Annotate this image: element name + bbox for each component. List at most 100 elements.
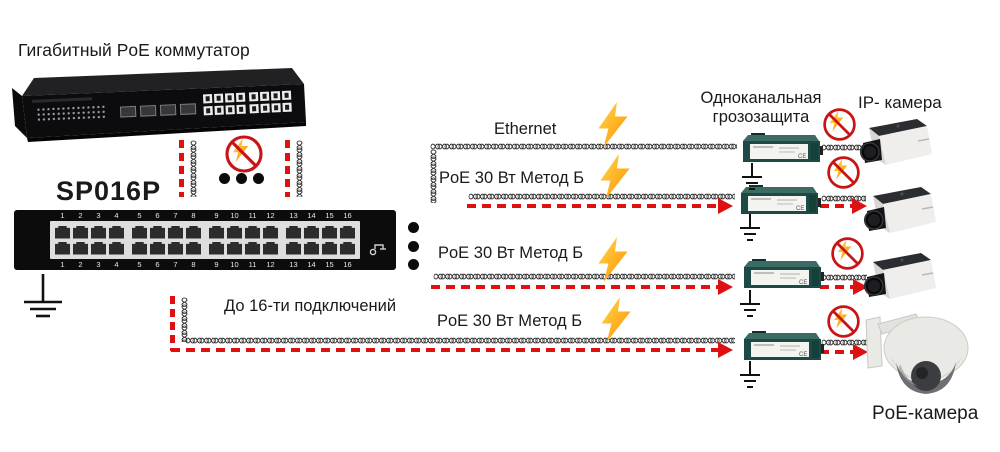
port-number: 11: [248, 211, 257, 220]
port-number: 5: [137, 260, 142, 269]
port-number: 13: [289, 211, 298, 220]
ethernet-cable-to-camera: ∞∞∞∞∞∞∞∞∞: [820, 142, 864, 154]
poe-cable: ∞∞∞∞∞∞∞∞∞∞∞∞∞∞∞∞∞∞∞∞∞∞∞∞∞∞∞∞∞∞∞∞∞∞∞∞∞∞∞∞…: [184, 335, 735, 347]
ground-symbol: [740, 214, 760, 241]
twisted-pair-corner-vertical: ∞∞∞∞∞∞∞∞∞∞: [427, 148, 439, 203]
ground-lug-icon: [369, 244, 386, 256]
port-number: 14: [307, 260, 316, 269]
rj45-port: [304, 225, 319, 239]
rj45-port: [227, 225, 242, 239]
rj45-port: [209, 225, 224, 239]
ground-symbol: [24, 274, 62, 318]
lightning-icon: [598, 102, 628, 147]
port-number: 8: [191, 211, 196, 220]
dome-camera-image: [865, 313, 969, 394]
ellipsis-dot: [219, 173, 230, 184]
poe-power-arrow: [820, 344, 868, 360]
rj45-port: [91, 241, 106, 255]
rj45-port: [227, 241, 242, 255]
port-number: 1: [60, 211, 65, 220]
poe-power-arrow: [431, 279, 733, 295]
poe-power-arrow: [467, 198, 733, 214]
rj45-port: [245, 241, 260, 255]
rj45-port-row: [50, 225, 360, 239]
rj45-port: [186, 225, 201, 239]
ethernet-label: Ethernet: [494, 120, 557, 138]
rj45-port: [286, 225, 301, 239]
port-number: 11: [248, 260, 257, 269]
port-number: 10: [230, 260, 239, 269]
ellipsis-dot: [408, 259, 419, 270]
poe-label-3: PoE 30 Вт Метод Б: [437, 312, 583, 330]
rj45-port: [322, 241, 337, 255]
surge-protector-device: CE: [744, 259, 824, 288]
rj45-port: [263, 241, 278, 255]
svg-text:CE: CE: [798, 154, 806, 160]
ground-symbol: [742, 163, 762, 190]
poe-cable-dashed-left: [179, 140, 184, 197]
port-number: 4: [114, 260, 119, 269]
ellipsis-dot: [408, 241, 419, 252]
rj45-port: [209, 241, 224, 255]
rj45-port: [109, 225, 124, 239]
poe-label-1: PoE 30 Вт Метод Б: [439, 169, 585, 187]
ground-symbol: [740, 290, 760, 317]
port-number: 7: [173, 260, 178, 269]
svg-text:CE: CE: [799, 352, 807, 358]
lightning-icon: [600, 154, 630, 199]
rj45-port: [132, 225, 147, 239]
port-number: 16: [343, 211, 352, 220]
ellipsis-dot: [253, 173, 264, 184]
box-camera-image: [864, 253, 936, 299]
ground-symbol: [740, 361, 760, 388]
rj45-port: [132, 241, 147, 255]
surge-protector-device: CE: [744, 331, 824, 360]
poe-cable: ∞∞∞∞∞∞∞∞∞∞∞∞∞∞∞∞∞∞∞∞∞∞∞∞∞∞∞∞∞∞∞∞∞∞∞∞∞∞∞∞…: [432, 271, 735, 283]
rj45-port: [109, 241, 124, 255]
ellipsis-dot: [408, 222, 419, 233]
switch-title: Гигабитный PoE коммутатор: [18, 40, 250, 60]
port-number: 3: [96, 260, 101, 269]
twisted-pair-vertical-right: ∞∞∞∞∞∞∞∞∞∞∞: [293, 139, 305, 197]
rj45-port: [263, 225, 278, 239]
port-number: 9: [214, 211, 219, 220]
rj45-port: [322, 225, 337, 239]
surge-protector-device: CE: [743, 133, 823, 162]
port-number: 15: [325, 211, 334, 220]
no-lightning-icon: [831, 237, 864, 270]
surge-protection-label: Одноканальная грозозащита: [700, 89, 822, 126]
port-number: 2: [78, 260, 83, 269]
port-number: 13: [289, 260, 298, 269]
lightning-icon: [601, 297, 631, 342]
rj45-ports-24: [202, 90, 292, 116]
no-lightning-icon: [225, 135, 263, 173]
rj45-port: [73, 225, 88, 239]
rj45-port: [245, 225, 260, 239]
port-number: 6: [155, 260, 160, 269]
rj45-port: [150, 241, 165, 255]
port-number: 14: [307, 211, 316, 220]
rj45-port: [186, 241, 201, 255]
port-number: 16: [343, 260, 352, 269]
port-number: 12: [266, 260, 275, 269]
poe-camera-label: PoE-камера: [872, 403, 979, 424]
rj45-port: [286, 241, 301, 255]
poe-cable-dashed-vertical: [170, 296, 175, 351]
port-number: 2: [78, 211, 83, 220]
poe-power-arrow: [171, 342, 733, 358]
port-number: 3: [96, 211, 101, 220]
rj45-port-row: [50, 241, 360, 255]
box-camera-image: [864, 187, 936, 233]
port-number: 5: [137, 211, 142, 220]
panel-model-label: SP016P: [56, 176, 162, 206]
poe-power-arrow: [820, 198, 867, 214]
port-number: 1: [60, 260, 65, 269]
poe-label-2: PoE 30 Вт Метод Б: [438, 244, 584, 262]
rj45-port: [91, 225, 106, 239]
ellipsis-dot: [236, 173, 247, 184]
rj45-port: [168, 225, 183, 239]
ethernet-cable: ∞∞∞∞∞∞∞∞∞∞∞∞∞∞∞∞∞∞∞∞∞∞∞∞∞∞∞∞∞∞∞∞∞∞∞∞∞∞∞∞…: [429, 141, 737, 153]
port-number: 6: [155, 211, 160, 220]
